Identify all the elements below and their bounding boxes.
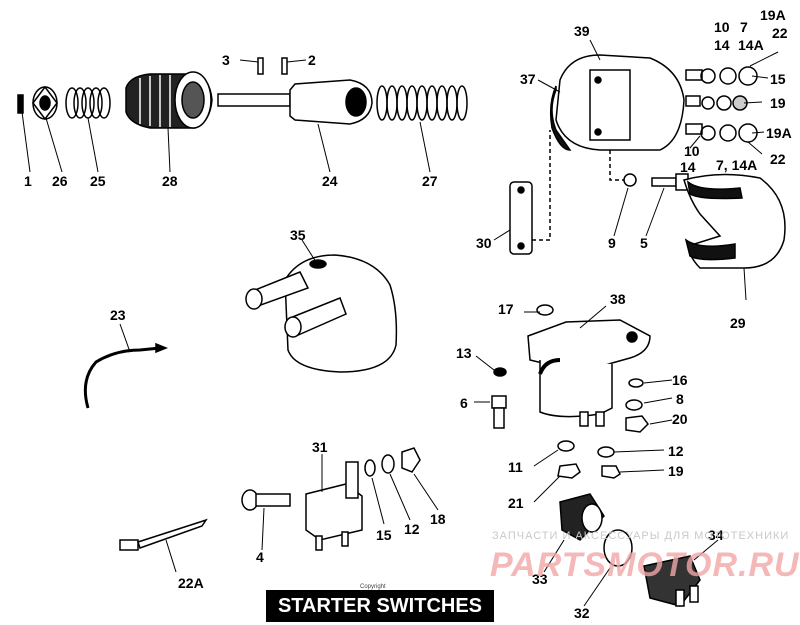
callout-22a: 22A bbox=[178, 575, 204, 591]
callout-7-14a-bottom: 7, 14A bbox=[716, 157, 758, 173]
part-33-bushing bbox=[559, 493, 605, 541]
part-22a-rivet bbox=[119, 518, 208, 551]
part-35-cap bbox=[245, 254, 398, 373]
callout-29: 29 bbox=[730, 315, 746, 331]
callout-10-bottom: 10 bbox=[684, 143, 700, 159]
callout-19a-right: 19A bbox=[766, 125, 792, 141]
callout-4: 4 bbox=[256, 549, 264, 565]
callout-18: 18 bbox=[430, 511, 446, 527]
leader-lines bbox=[21, 39, 779, 607]
callout-9: 9 bbox=[608, 235, 616, 251]
part-39-washers-nuts bbox=[700, 66, 758, 143]
callout-11: 11 bbox=[508, 459, 523, 475]
part-39-solenoid bbox=[549, 54, 703, 151]
callout-19a-top: 19A bbox=[760, 7, 786, 23]
part-24-plunger bbox=[217, 79, 373, 125]
copyright-note: Copyright bbox=[360, 584, 386, 590]
part-4-screw bbox=[241, 489, 291, 511]
part-31-relay bbox=[305, 447, 421, 551]
part-30-bracket bbox=[509, 130, 551, 255]
callout-7-top: 7 bbox=[740, 19, 748, 35]
callout-22-bottom: 22 bbox=[770, 151, 786, 167]
diagram-title: STARTER SWITCHES bbox=[266, 590, 494, 622]
callout-21: 21 bbox=[508, 495, 524, 511]
parts-9-5-screw bbox=[609, 150, 689, 191]
callout-16: 16 bbox=[672, 372, 688, 388]
callout-12-right: 12 bbox=[668, 443, 684, 459]
callout-3: 3 bbox=[222, 52, 230, 68]
callout-39: 39 bbox=[574, 23, 590, 39]
part-38-relay bbox=[527, 319, 651, 427]
callout-32: 32 bbox=[574, 605, 590, 621]
callout-17: 17 bbox=[498, 301, 514, 317]
part-29-cover bbox=[683, 173, 786, 269]
part-26-nut bbox=[32, 85, 58, 121]
part-1-pin bbox=[17, 94, 24, 114]
part-38-hardware bbox=[491, 304, 649, 479]
callout-28: 28 bbox=[162, 173, 178, 189]
callout-38: 38 bbox=[610, 291, 626, 307]
callout-20: 20 bbox=[672, 411, 688, 427]
callout-26: 26 bbox=[52, 173, 68, 189]
callout-5: 5 bbox=[640, 235, 648, 251]
callout-35: 35 bbox=[290, 227, 306, 243]
callout-25: 25 bbox=[90, 173, 106, 189]
callout-22-top: 22 bbox=[772, 25, 788, 41]
callout-2: 2 bbox=[308, 52, 316, 68]
callout-33: 33 bbox=[532, 571, 548, 587]
callout-15-lower: 15 bbox=[376, 527, 392, 543]
callout-24: 24 bbox=[322, 173, 338, 189]
callout-31: 31 bbox=[312, 439, 328, 455]
callout-13: 13 bbox=[456, 345, 472, 361]
part-32-washer bbox=[603, 529, 633, 567]
part-25-spring bbox=[65, 87, 111, 119]
part-34-switch bbox=[643, 555, 701, 607]
callout-19-lower: 19 bbox=[668, 463, 684, 479]
callout-34: 34 bbox=[708, 527, 724, 543]
callout-1: 1 bbox=[24, 173, 32, 189]
callout-14a-top: 14A bbox=[738, 37, 764, 53]
callout-23: 23 bbox=[110, 307, 126, 323]
callout-15-top: 15 bbox=[770, 71, 786, 87]
callout-37: 37 bbox=[520, 71, 536, 87]
callout-8: 8 bbox=[676, 391, 684, 407]
callout-14-top: 14 bbox=[714, 37, 730, 53]
callout-19: 19 bbox=[770, 95, 786, 111]
part-23-wire bbox=[83, 342, 169, 409]
callout-6: 6 bbox=[460, 395, 468, 411]
watermark-logo: PARTSMOTOR.RU bbox=[490, 546, 800, 584]
callout-30: 30 bbox=[476, 235, 492, 251]
callout-12-lower: 12 bbox=[404, 521, 420, 537]
watermark-caption: ЗАПЧАСТИ И АКСЕССУАРЫ ДЛЯ МОТОТЕХНИКИ bbox=[492, 530, 790, 542]
parts-3-2-pins bbox=[257, 57, 288, 75]
callout-27: 27 bbox=[422, 173, 438, 189]
callout-14-bottom: 14 bbox=[680, 159, 696, 175]
part-27-spring bbox=[376, 85, 468, 121]
callout-10-top: 10 bbox=[714, 19, 730, 35]
part-28-housing bbox=[125, 71, 213, 129]
